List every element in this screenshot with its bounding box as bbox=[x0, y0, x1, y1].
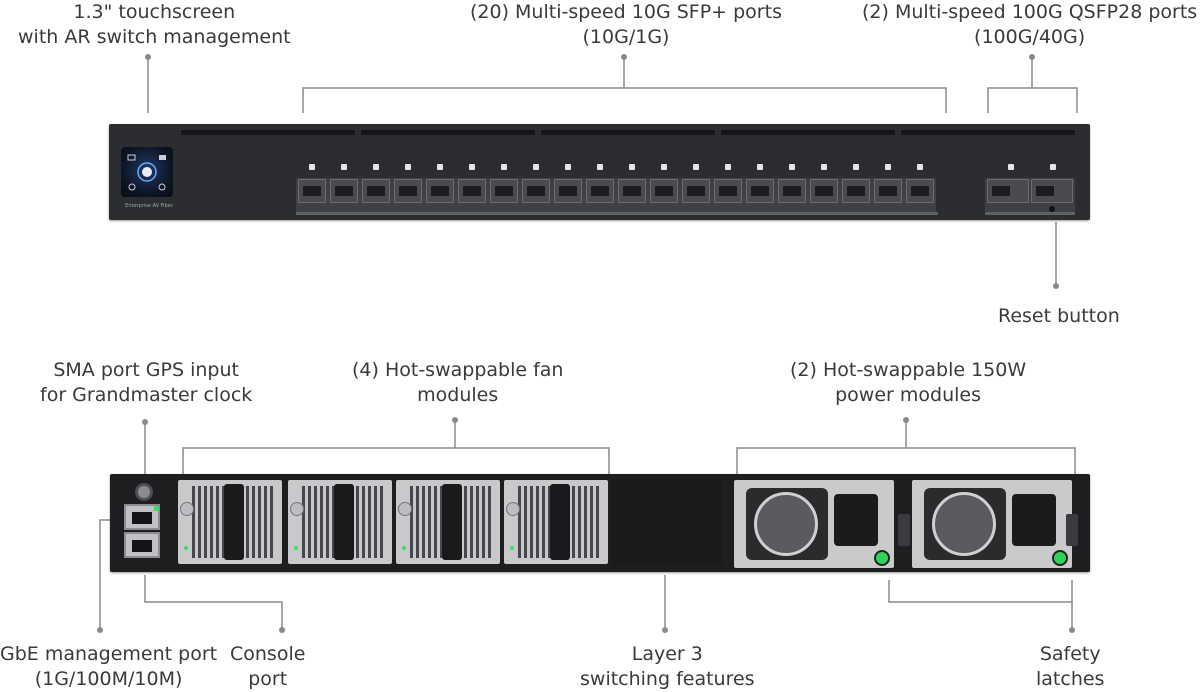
switch-rear-panel bbox=[110, 474, 1090, 572]
sfp-label-bar bbox=[296, 212, 938, 215]
vent-slot bbox=[361, 130, 535, 135]
label-gbe-port: GbE management port(1G/100M/10M) bbox=[0, 643, 218, 690]
sfp-led bbox=[693, 164, 699, 170]
sfp-plus-port[interactable] bbox=[618, 179, 646, 203]
psu-handle[interactable] bbox=[898, 514, 910, 546]
touchscreen-display[interactable] bbox=[121, 147, 173, 197]
sfp-led bbox=[341, 164, 347, 170]
sfp-plus-port[interactable] bbox=[394, 179, 422, 203]
sfp-plus-port[interactable] bbox=[714, 179, 742, 203]
fan-status-led bbox=[510, 546, 514, 550]
sfp-led bbox=[373, 164, 379, 170]
label-sfp-ports: (20) Multi-speed 10G SFP+ ports(10G/1G) bbox=[470, 1, 782, 48]
sfp-plus-port[interactable] bbox=[746, 179, 774, 203]
sfp-plus-port[interactable] bbox=[426, 179, 454, 203]
sfp-led bbox=[789, 164, 795, 170]
power-inlet[interactable] bbox=[834, 494, 878, 546]
thumb-screw[interactable] bbox=[290, 502, 304, 516]
fan-handle[interactable] bbox=[442, 484, 462, 560]
sfp-led bbox=[917, 164, 923, 170]
sfp-led bbox=[565, 164, 571, 170]
sfp-led bbox=[629, 164, 635, 170]
power-inlet[interactable] bbox=[1012, 494, 1056, 546]
switch-front-panel: Enterprise AV Fiber bbox=[109, 124, 1090, 220]
sfp-plus-port[interactable] bbox=[778, 179, 806, 203]
sfp-led bbox=[757, 164, 763, 170]
thumb-screw[interactable] bbox=[398, 502, 412, 516]
fan-handle[interactable] bbox=[334, 484, 354, 560]
touchscreen-ui-icon bbox=[127, 154, 166, 191]
sfp-plus-port[interactable] bbox=[522, 179, 550, 203]
sfp-plus-port[interactable] bbox=[362, 179, 390, 203]
sfp-led bbox=[821, 164, 827, 170]
label-reset-button: Reset button bbox=[998, 305, 1120, 327]
vent-slot bbox=[901, 130, 1075, 135]
sfp-plus-port[interactable] bbox=[810, 179, 838, 203]
sfp-led bbox=[309, 164, 315, 170]
psu-handle[interactable] bbox=[1066, 514, 1078, 546]
sfp-plus-port[interactable] bbox=[682, 179, 710, 203]
qsfp-led bbox=[1050, 164, 1056, 170]
power-module-2[interactable] bbox=[912, 480, 1072, 568]
sfp-plus-port[interactable] bbox=[650, 179, 678, 203]
sfp-plus-port[interactable] bbox=[554, 179, 582, 203]
qsfp-led bbox=[1008, 164, 1014, 170]
status-led bbox=[154, 506, 159, 511]
safety-latch[interactable] bbox=[1052, 550, 1068, 566]
vent-slot bbox=[541, 130, 715, 135]
sfp-plus-port[interactable] bbox=[458, 179, 486, 203]
sfp-led bbox=[853, 164, 859, 170]
sfp-led bbox=[533, 164, 539, 170]
sfp-plus-port[interactable] bbox=[874, 179, 902, 203]
console-port[interactable] bbox=[124, 532, 160, 558]
qsfp28-port[interactable] bbox=[987, 179, 1029, 203]
qsfp-label-bar bbox=[985, 212, 1075, 215]
reset-button[interactable] bbox=[1049, 206, 1055, 212]
sfp-plus-port[interactable] bbox=[906, 179, 934, 203]
sfp-plus-port[interactable] bbox=[490, 179, 518, 203]
sfp-plus-port[interactable] bbox=[842, 179, 870, 203]
sfp-led bbox=[597, 164, 603, 170]
fan-handle[interactable] bbox=[224, 484, 244, 560]
fan-status-led bbox=[184, 546, 188, 550]
fan-status-led bbox=[402, 546, 406, 550]
sfp-led bbox=[661, 164, 667, 170]
label-qsfp-ports: (2) Multi-speed 100G QSFP28 ports(100G/4… bbox=[862, 1, 1198, 48]
fan-module-1[interactable] bbox=[178, 480, 282, 564]
sfp-led bbox=[469, 164, 475, 170]
fan-handle[interactable] bbox=[550, 484, 570, 560]
thumb-screw[interactable] bbox=[506, 502, 520, 516]
blank-panel bbox=[610, 480, 722, 566]
sfp-led bbox=[405, 164, 411, 170]
psu-fan bbox=[924, 488, 1006, 560]
sfp-plus-port[interactable] bbox=[586, 179, 614, 203]
fan-module-2[interactable] bbox=[288, 480, 392, 564]
vent-slot bbox=[181, 130, 355, 135]
sfp-plus-port[interactable] bbox=[330, 179, 358, 203]
brand-label: Enterprise AV Fiber bbox=[125, 203, 173, 209]
fan-module-4[interactable] bbox=[504, 480, 608, 564]
sfp-plus-port[interactable] bbox=[298, 179, 326, 203]
qsfp28-port[interactable] bbox=[1031, 179, 1073, 203]
sfp-led bbox=[885, 164, 891, 170]
sfp-led bbox=[501, 164, 507, 170]
vent-slot bbox=[721, 130, 895, 135]
psu-fan bbox=[746, 488, 828, 560]
power-module-1[interactable] bbox=[734, 480, 894, 568]
safety-latch[interactable] bbox=[874, 550, 890, 566]
fan-status-led bbox=[294, 546, 298, 550]
thumb-screw[interactable] bbox=[180, 502, 194, 516]
sfp-led bbox=[437, 164, 443, 170]
sfp-led bbox=[725, 164, 731, 170]
sma-gps-port[interactable] bbox=[135, 483, 153, 501]
fan-module-3[interactable] bbox=[396, 480, 500, 564]
